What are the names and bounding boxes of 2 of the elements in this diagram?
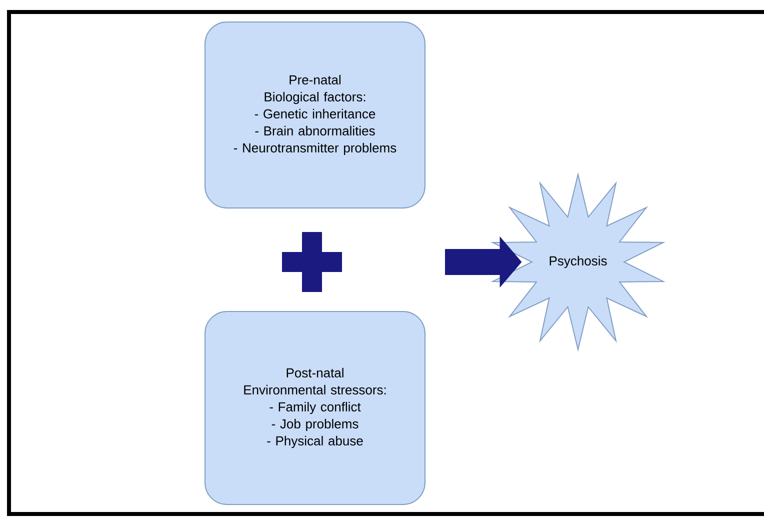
rounded-box: Post-natal Environmental stressors: - Family conflict - Job problems - Physical abuse <box>204 311 426 505</box>
rounded-box: Pre-natal Biological factors: - Genetic inheritance - Brain abnormalities - Neurotransmitter problems <box>204 22 426 208</box>
